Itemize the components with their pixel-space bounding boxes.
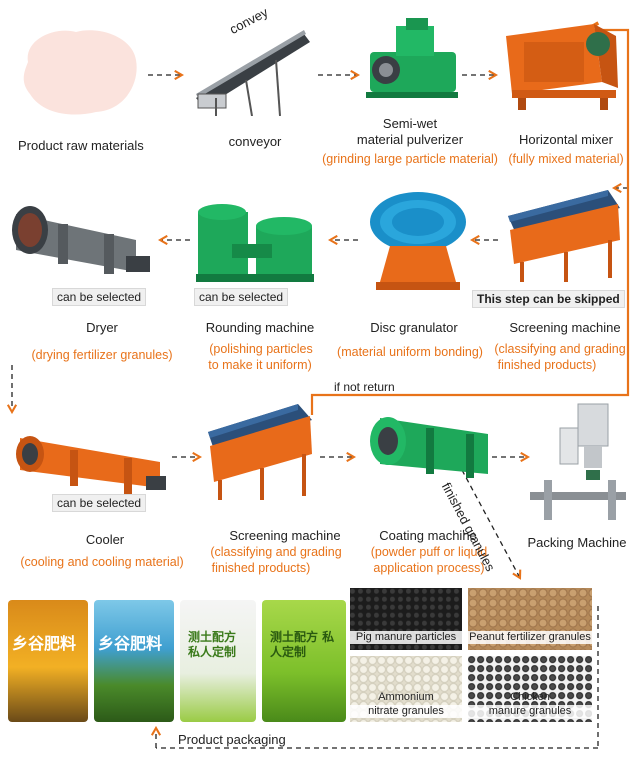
screening1-icon xyxy=(508,190,620,282)
mixer-icon xyxy=(506,24,618,110)
rounding-machine-note-2: to make it uniform) xyxy=(208,358,312,372)
pulverizer-note: (grinding large particle material) xyxy=(322,152,498,166)
dryer-image xyxy=(8,200,154,284)
raw-material-label: Product raw materials xyxy=(18,138,144,153)
product-packaging-label: Product packaging xyxy=(178,732,286,747)
granule-tile-chicken: Chicken manure granules xyxy=(468,656,592,722)
cooler-image xyxy=(10,428,170,502)
coating-machine-note-2: application process) xyxy=(373,561,485,575)
product-bag-2-title: 乡谷肥料 xyxy=(98,634,163,653)
disc-granulator-icon xyxy=(370,192,466,290)
granule-caption-3a: Ammonium xyxy=(378,691,434,703)
disc-granulator-image xyxy=(360,186,472,296)
rounding-machine-note-1: (polishing particles xyxy=(209,342,313,356)
coating-machine-note-1: (powder puff or liquid xyxy=(370,545,488,559)
dryer-icon xyxy=(12,206,150,274)
product-bag-1: 乡谷肥料 xyxy=(8,600,88,722)
screening2-icon xyxy=(208,404,312,500)
cooler-icon xyxy=(16,436,166,494)
dryer-label: Dryer xyxy=(86,320,118,335)
packing-machine-label: Packing Machine xyxy=(527,535,627,550)
screening2-note-2: finished products) xyxy=(211,561,311,575)
granule-caption-3b: nitrate granules xyxy=(350,705,462,718)
granule-caption-1: Pig manure particles xyxy=(350,631,462,644)
product-bag-3-title: 测土配方 私人定制 xyxy=(188,630,237,659)
product-bag-2: 乡谷肥料 xyxy=(94,600,174,722)
packing-machine-image xyxy=(520,400,630,526)
granule-tile-ammonium: Ammonium nitrate granules xyxy=(350,656,462,722)
screening1-skip-badge: This step can be skipped xyxy=(472,290,625,308)
pulverizer-image xyxy=(362,14,462,102)
raw-material-blob xyxy=(14,22,142,118)
screening1-label: Screening machine xyxy=(509,320,621,335)
mixer-label: Horizontal mixer xyxy=(519,132,613,147)
coating-machine-icon xyxy=(370,417,488,478)
product-bag-1-title: 乡谷肥料 xyxy=(12,634,77,653)
screening1-note-2: finished products) xyxy=(497,358,597,372)
granule-caption-4b: manure granules xyxy=(468,705,592,718)
screening1-image xyxy=(502,182,626,286)
granule-tile-peanut: Peanut fertilizer granules xyxy=(468,588,592,650)
granule-caption-4a: Chicken xyxy=(510,691,550,703)
disc-granulator-label: Disc granulator xyxy=(370,320,458,335)
rounding-machine-label: Rounding machine xyxy=(205,320,315,335)
cooler-badge: can be selected xyxy=(52,494,147,512)
conveyor-icon xyxy=(196,30,310,117)
raw-material-icon xyxy=(23,30,137,115)
granule-caption-2: Peanut fertilizer granules xyxy=(468,631,592,644)
product-bag-4-title: 测土配方 私人定制 xyxy=(270,630,335,659)
granule-tile-pig-manure: Pig manure particles xyxy=(350,588,462,650)
screening1-note-1: (classifying and grading xyxy=(494,342,626,356)
screening2-note-1: (classifying and grading xyxy=(210,545,342,559)
rounding-machine-image xyxy=(192,190,320,294)
packing-machine-icon xyxy=(530,403,626,520)
product-bag-4: 测土配方 私人定制 xyxy=(262,600,346,722)
coating-machine-image xyxy=(362,404,498,496)
screening2-image xyxy=(200,396,320,504)
mixer-image xyxy=(498,16,622,112)
product-bag-3: 测土配方 私人定制 xyxy=(180,600,256,722)
conveyor-label: conveyor xyxy=(228,134,282,149)
cooler-label: Cooler xyxy=(85,532,125,547)
coating-machine-label: Coating machine xyxy=(379,528,477,543)
dryer-badge: can be selected xyxy=(52,288,147,306)
rounding-machine-icon xyxy=(196,204,314,282)
dryer-note: (drying fertilizer granules) xyxy=(31,348,173,362)
pulverizer-label-1: Semi-wet xyxy=(382,116,438,131)
conveyor-image xyxy=(186,20,316,117)
screening2-label: Screening machine xyxy=(229,528,341,543)
pulverizer-icon xyxy=(366,18,458,98)
rounding-machine-badge: can be selected xyxy=(194,288,289,306)
return-label: if not return xyxy=(334,380,395,394)
disc-granulator-note: (material uniform bonding) xyxy=(337,345,483,359)
pulverizer-label-2: material pulverizer xyxy=(356,132,464,147)
cooler-note: (cooling and cooling material) xyxy=(20,555,184,569)
mixer-note: (fully mixed material) xyxy=(508,152,624,166)
